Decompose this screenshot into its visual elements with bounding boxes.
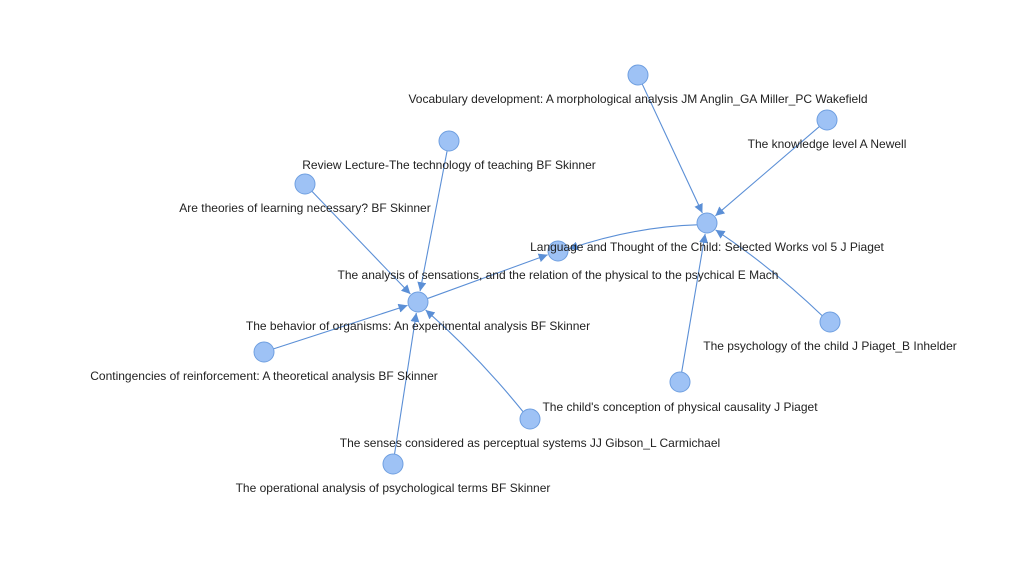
node-senses-perceptual-systems-label: The senses considered as perceptual syst… <box>340 436 720 450</box>
node-theories-of-learning[interactable] <box>294 173 316 195</box>
node-operational-analysis-label: The operational analysis of psychologica… <box>236 481 551 495</box>
node-behavior-of-organisms-label: The behavior of organisms: An experiment… <box>246 319 590 333</box>
edges-layer <box>273 83 823 455</box>
edge-hub2-to-language <box>568 224 698 251</box>
edge-causality-to-hub2 <box>681 233 709 373</box>
node-childs-conception-causality-label: The child's conception of physical causa… <box>542 400 818 414</box>
node-knowledge-level-label: The knowledge level A Newell <box>748 137 907 151</box>
edge-vocab-to-hub2 <box>641 83 703 214</box>
edge-psychchild-to-hub2 <box>715 229 823 317</box>
node-review-lecture[interactable] <box>438 130 460 152</box>
node-contingencies-of-reinforcement[interactable] <box>253 341 275 363</box>
node-operational-analysis[interactable] <box>382 453 404 475</box>
edge-operational-to-behavior <box>393 312 420 455</box>
edge-theories-to-behavior <box>311 190 411 295</box>
node-theories-of-learning-label: Are theories of learning necessary? BF S… <box>179 201 430 215</box>
node-psychology-of-the-child-label: The psychology of the child J Piaget_B I… <box>703 339 957 353</box>
edge-review-to-behavior <box>417 150 448 292</box>
node-language-and-thought[interactable] <box>547 240 569 262</box>
node-vocabulary-development-label: Vocabulary development: A morphological … <box>408 92 867 106</box>
nodes-layer <box>253 64 841 475</box>
edge-behavior-to-language <box>427 253 548 300</box>
node-psychology-of-the-child[interactable] <box>819 311 841 333</box>
node-senses-perceptual-systems[interactable] <box>519 408 541 430</box>
edge-senses-to-behavior <box>425 309 524 413</box>
node-behavior-of-organisms[interactable] <box>407 291 429 313</box>
node-piaget-hub[interactable] <box>696 212 718 234</box>
node-review-lecture-label: Review Lecture-The technology of teachin… <box>302 158 596 172</box>
node-contingencies-of-reinforcement-label: Contingencies of reinforcement: A theore… <box>90 369 438 383</box>
node-language-and-thought-label: Language and Thought of the Child: Selec… <box>530 240 884 254</box>
labels-layer: The behavior of organisms: An experiment… <box>90 92 957 495</box>
edge-contingencies-to-behavior <box>273 303 408 350</box>
node-knowledge-level[interactable] <box>816 109 838 131</box>
node-vocabulary-development[interactable] <box>627 64 649 86</box>
edge-knowledge-to-hub2 <box>714 126 820 217</box>
node-analysis-of-sensations-label: The analysis of sensations, and the rela… <box>338 268 779 282</box>
node-childs-conception-causality[interactable] <box>669 371 691 393</box>
